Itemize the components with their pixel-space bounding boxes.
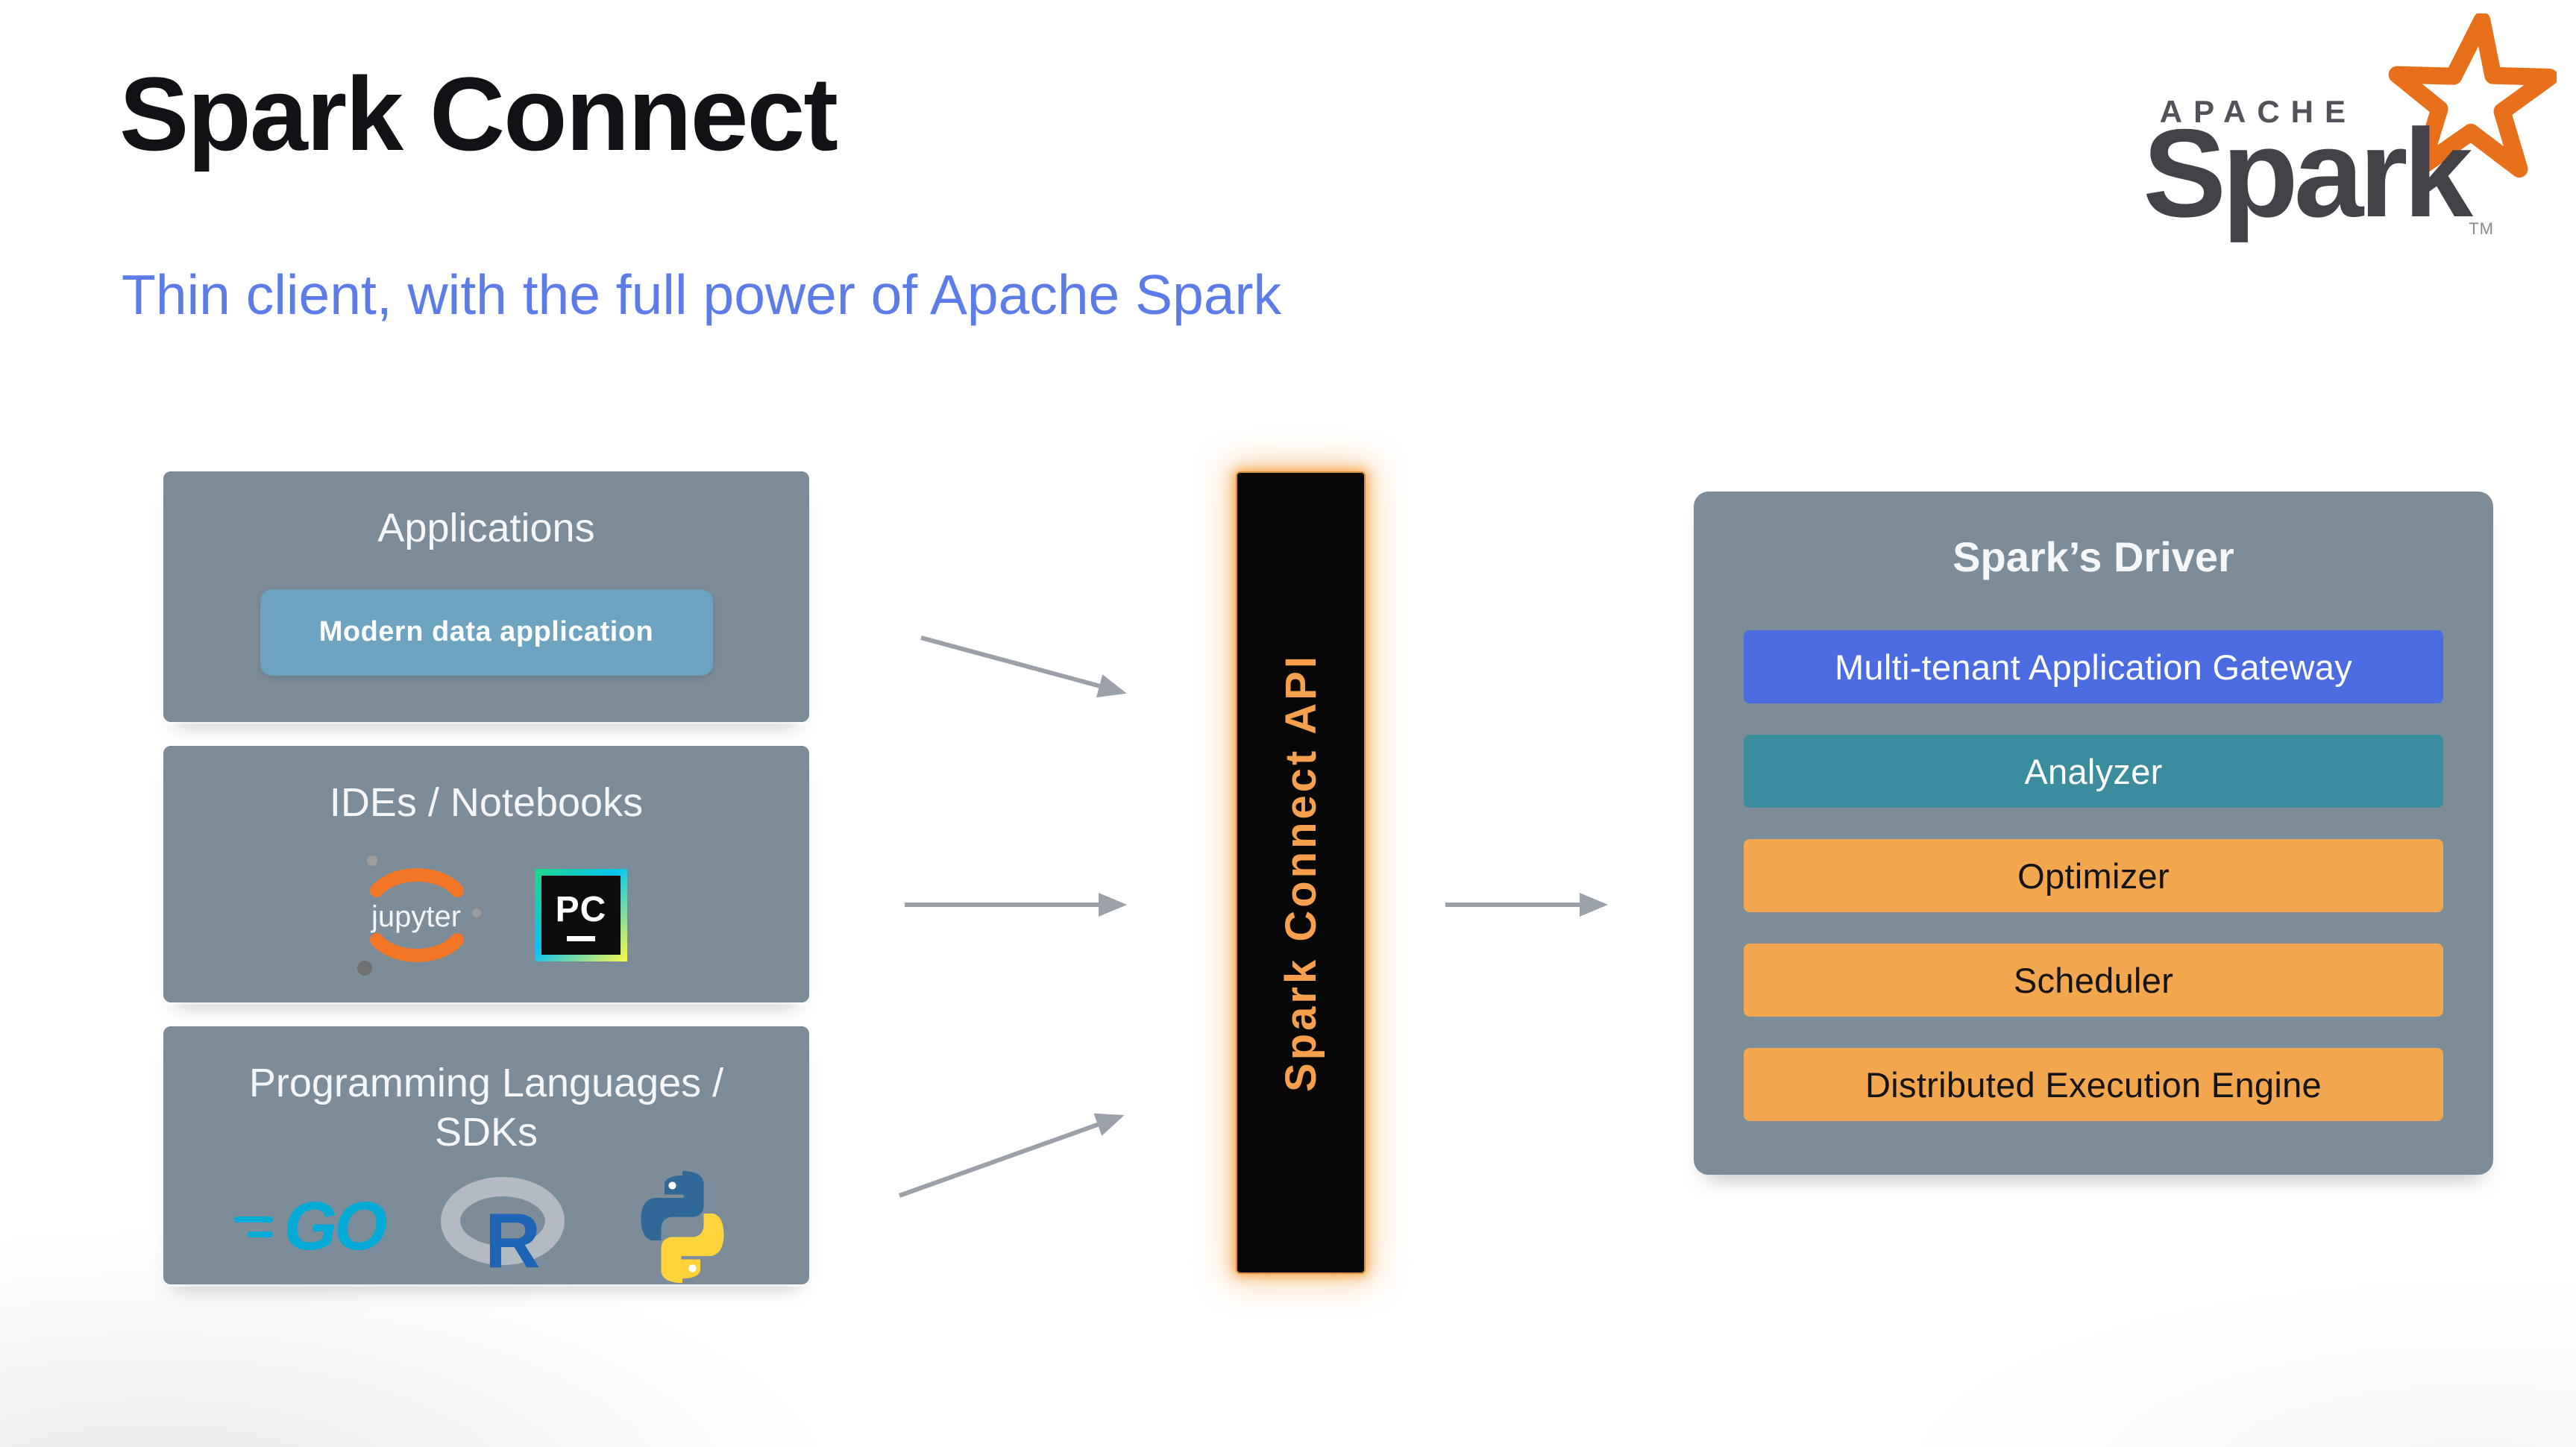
trademark-mark: TM (2469, 219, 2494, 238)
pycharm-icon: PC (541, 875, 621, 955)
driver-row-analyzer: Analyzer (1744, 735, 2443, 808)
modern-data-application-chip: Modern data application (260, 588, 713, 676)
slide-subtitle: Thin client, with the full power of Apac… (122, 263, 1282, 326)
arrow-applications-to-api (920, 635, 1127, 698)
spark-connect-api-bar: Spark Connect API (1236, 471, 1366, 1274)
jupyter-logo: jupyter (345, 844, 487, 986)
pycharm-logo: PC (535, 868, 627, 961)
driver-row-scheduler: Scheduler (1744, 944, 2443, 1017)
spark-driver-title: Spark’s Driver (1953, 533, 2234, 580)
svg-text:jupyter: jupyter (371, 900, 461, 933)
applications-panel-title: Applications (377, 506, 595, 550)
spark-driver-panel: Spark’s Driver Multi-tenant Application … (1694, 492, 2493, 1175)
svg-text:R: R (485, 1198, 541, 1279)
page-title: Spark Connect (119, 55, 838, 172)
spark-connect-api-label: Spark Connect API (1276, 653, 1325, 1092)
ides-notebooks-panel: IDEs / Notebooks jupyter PC (163, 746, 809, 1002)
go-label: GO (283, 1188, 387, 1265)
ide-logos-row: jupyter PC (163, 844, 809, 986)
spark-wordmark: Spark (2143, 103, 2473, 243)
applications-panel: Applications Modern data application (163, 471, 809, 722)
ides-panel-title: IDEs / Notebooks (329, 780, 644, 825)
jupyter-icon: jupyter (357, 855, 481, 976)
go-speedlines-icon (234, 1216, 274, 1237)
python-icon (641, 1170, 724, 1283)
language-logos-row: GO R (163, 1170, 809, 1283)
languages-panel-title: Programming Languages / SDKs (248, 1061, 724, 1155)
pycharm-underscore (567, 935, 595, 941)
driver-row-execution-engine: Distributed Execution Engine (1744, 1048, 2443, 1121)
driver-rows: Multi-tenant Application Gateway Analyze… (1694, 630, 2493, 1121)
spark-star-icon (2388, 13, 2557, 178)
driver-row-optimizer: Optimizer (1744, 839, 2443, 912)
driver-row-gateway: Multi-tenant Application Gateway (1744, 630, 2443, 703)
arrow-languages-to-api (898, 1113, 1125, 1198)
apache-spark-logo: APACHE Spark TM (2064, 13, 2557, 245)
go-logo: GO (234, 1187, 388, 1266)
pycharm-label: PC (555, 889, 607, 929)
apache-wordmark: APACHE (2159, 94, 2357, 129)
r-icon: R (440, 1176, 565, 1279)
languages-sdks-panel: Programming Languages / SDKs GO R (163, 1026, 809, 1284)
